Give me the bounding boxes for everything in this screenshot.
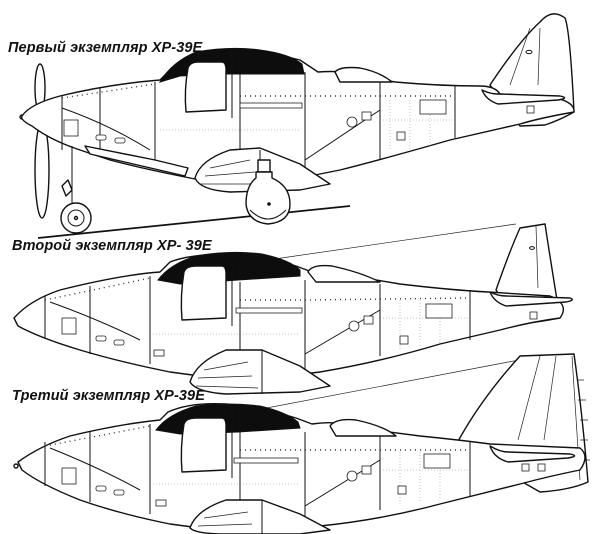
nose-landing-gear — [60, 146, 92, 234]
caption-second-prototype: Второй экземпляр XP- 39E — [12, 238, 212, 254]
aircraft-second-prototype — [13, 223, 573, 395]
horizontal-stabilizer — [489, 291, 573, 307]
gun-port-strip — [235, 307, 303, 314]
gun-port-strip — [233, 457, 299, 464]
cockpit-door — [180, 417, 227, 473]
wing-root — [189, 349, 331, 395]
propeller-icon — [19, 63, 50, 219]
fuselage — [17, 402, 586, 531]
antenna-wire — [239, 223, 517, 265]
aircraft-third-prototype — [13, 353, 590, 534]
gun-port-strip — [239, 102, 303, 109]
main-landing-gear — [245, 159, 291, 225]
horizontal-stabilizer — [489, 445, 576, 463]
horizontal-stabilizer — [481, 89, 566, 105]
ground-line — [37, 205, 351, 239]
wing-root — [189, 499, 331, 534]
antenna-wire — [234, 355, 541, 415]
cockpit-door — [180, 265, 227, 321]
aircraft-first-prototype — [19, 13, 575, 239]
caption-third-prototype: Третий экземпляр XP-39E — [12, 388, 205, 404]
caption-first-prototype: Первый экземпляр XP-39E — [8, 40, 203, 56]
cockpit-door — [184, 61, 227, 113]
